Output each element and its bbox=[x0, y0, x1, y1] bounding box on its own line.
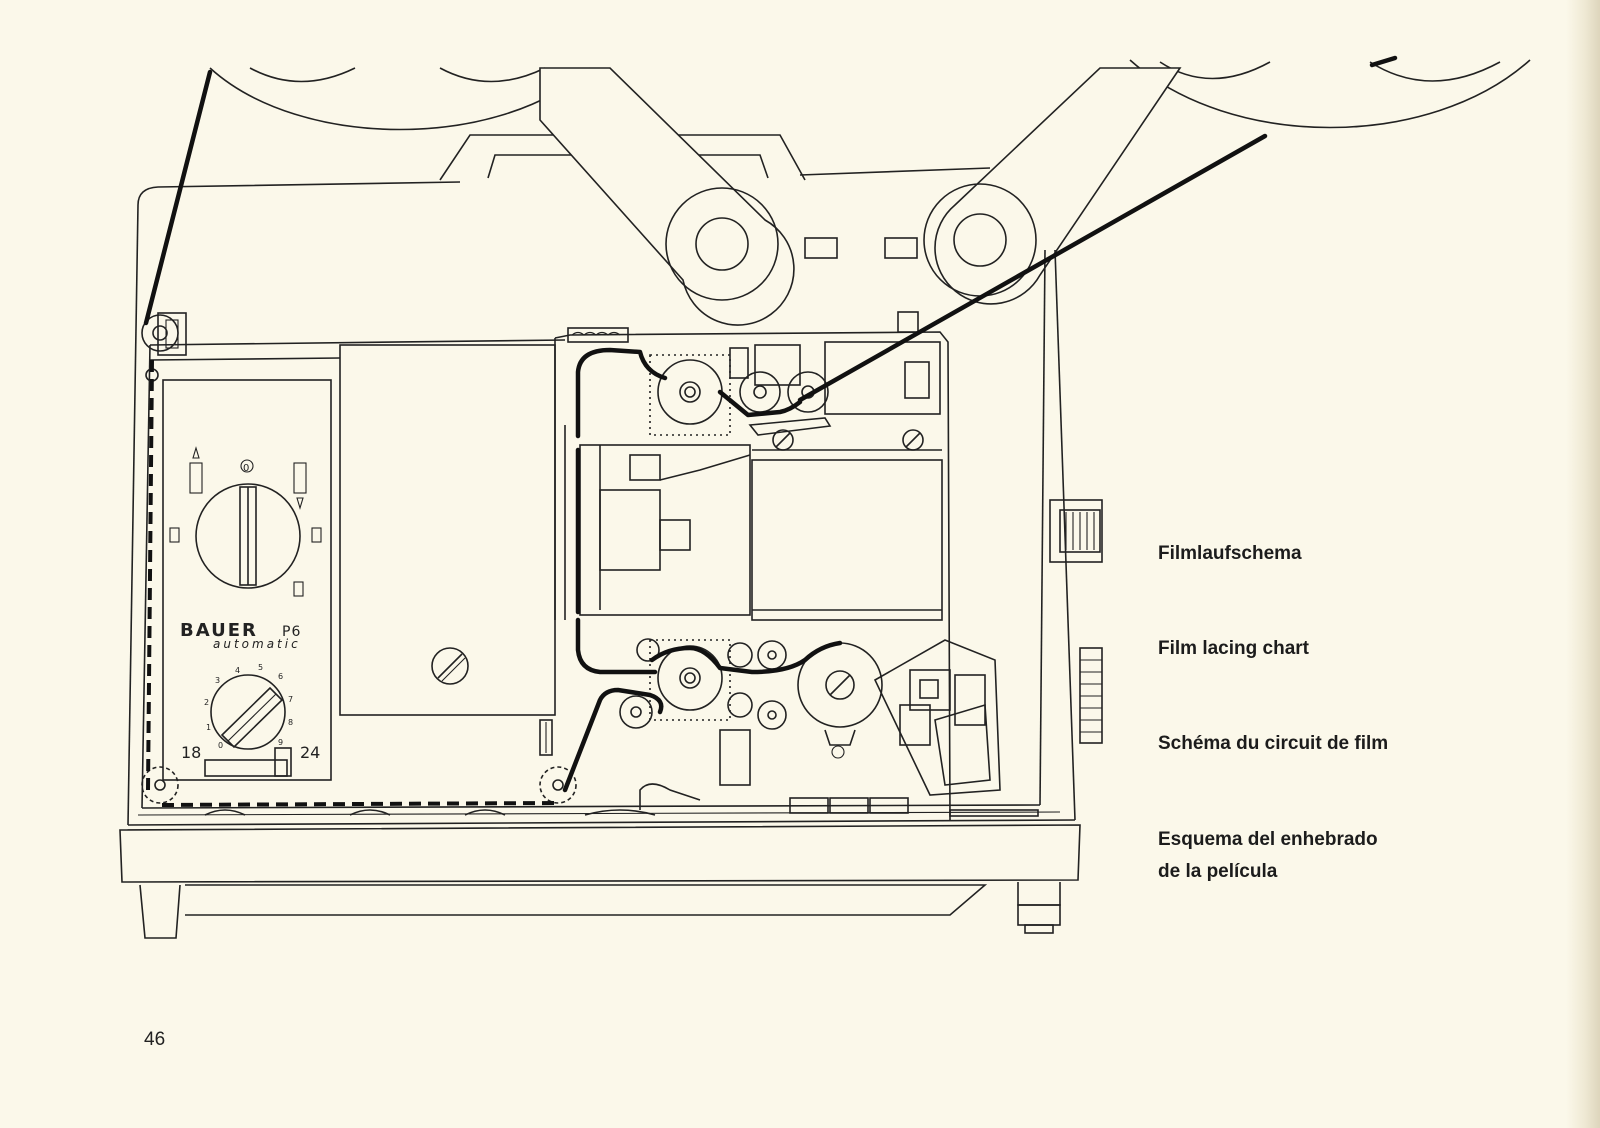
inner-recess bbox=[137, 249, 1061, 817]
upper-left-film-guide bbox=[141, 312, 187, 382]
caption-spanish-line-2: de la película bbox=[1158, 861, 1278, 882]
projector-body bbox=[119, 167, 1081, 939]
supply-reel-arm bbox=[539, 67, 795, 326]
speed-low-label: 18 bbox=[181, 743, 201, 762]
caption-english: Film lacing chart bbox=[1158, 638, 1309, 659]
speed-high-label: 24 bbox=[300, 743, 320, 762]
dial-mark: 5 bbox=[258, 663, 263, 672]
caption-german: Filmlaufschema bbox=[1158, 543, 1302, 564]
side-knob-lower bbox=[1079, 647, 1103, 744]
dial-mark: 8 bbox=[288, 718, 293, 727]
dial-mark: 2 bbox=[204, 698, 209, 707]
subtitle-label: automatic bbox=[213, 637, 301, 651]
takeup-reel-arm bbox=[923, 67, 1182, 305]
dial-mark: 4 bbox=[235, 666, 240, 675]
page-edge-shadow bbox=[1566, 0, 1600, 1128]
top-slot-left bbox=[804, 237, 838, 259]
control-panel bbox=[162, 379, 332, 781]
caption-spanish-line-1: Esquema del enhebrado bbox=[1158, 829, 1378, 850]
top-slot-right bbox=[884, 237, 918, 259]
dial-mark: 1 bbox=[206, 723, 211, 732]
dial-mark: 7 bbox=[288, 695, 293, 704]
film-path bbox=[143, 55, 1398, 807]
mode-dial bbox=[169, 446, 322, 597]
supply-reel bbox=[209, 67, 591, 131]
lower-mid-film-guide bbox=[539, 766, 577, 804]
dial-mark: 6 bbox=[278, 672, 283, 681]
side-knob-upper bbox=[1049, 499, 1103, 563]
panel-lettering: BAUER P6 automatic 18 24 0 0 1 2 3 4 5 6… bbox=[180, 463, 320, 762]
film-path-mechanism bbox=[539, 311, 1001, 821]
takeup-reel bbox=[1129, 59, 1531, 129]
dial-mark: 0 bbox=[218, 741, 223, 750]
dial-mark: 9 bbox=[278, 738, 283, 747]
lower-left-film-guide bbox=[141, 766, 179, 804]
brand-label: BAUER bbox=[180, 620, 258, 641]
model-label: P6 bbox=[282, 624, 301, 640]
mode-mark-label: 0 bbox=[243, 463, 249, 474]
lamp-cover-panel bbox=[339, 344, 556, 716]
caption-french: Schéma du circuit de film bbox=[1158, 733, 1389, 754]
dial-mark: 3 bbox=[215, 676, 220, 685]
page-number: 46 bbox=[144, 1029, 166, 1050]
caption-spanish: Esquema del enhebrado de la película bbox=[1158, 824, 1378, 888]
speed-dial bbox=[204, 674, 292, 777]
